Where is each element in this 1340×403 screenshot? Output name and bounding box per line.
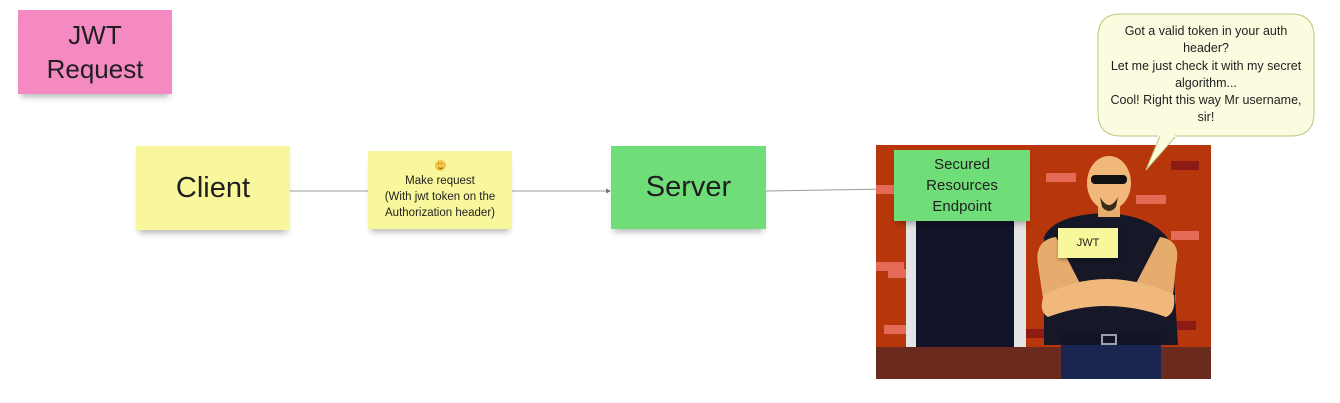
title-text: JWT Request xyxy=(46,20,144,84)
title-note[interactable]: JWT Request xyxy=(18,10,172,94)
speech-bubble-tail xyxy=(1145,136,1177,171)
bubble-line-3: Cool! Right this way Mr username, sir! xyxy=(1110,93,1302,125)
endpoint-label: Secured Resources Endpoint xyxy=(926,156,998,215)
request-label-line1: Make request xyxy=(405,174,475,187)
request-node[interactable]: Make request (With jwt token on the Auth… xyxy=(368,151,512,229)
server-to-endpoint-arrow xyxy=(765,188,891,192)
door xyxy=(906,221,1026,347)
speech-bubble-text: Got a valid token in your auth header? L… xyxy=(1101,23,1311,127)
smile-emoji-icon xyxy=(434,159,446,171)
secured-endpoint-node[interactable]: Secured Resources Endpoint xyxy=(894,150,1030,221)
bubble-line-1: Got a valid token in your auth header? xyxy=(1124,24,1288,56)
speech-bubble-shape xyxy=(1097,13,1315,137)
jwt-badge[interactable]: JWT xyxy=(1058,228,1118,258)
request-label-line2: (With jwt token on the xyxy=(384,190,496,203)
server-label: Server xyxy=(645,171,732,203)
client-label: Client xyxy=(175,171,251,204)
arrowhead-icon xyxy=(606,188,611,194)
server-node[interactable]: Server xyxy=(611,146,766,229)
bubble-line-2: Let me just check it with my secret algo… xyxy=(1110,58,1302,90)
request-label-line3: Authorization header) xyxy=(385,206,495,219)
jwt-badge-label: JWT xyxy=(1076,237,1100,249)
client-node[interactable]: Client xyxy=(136,146,290,230)
